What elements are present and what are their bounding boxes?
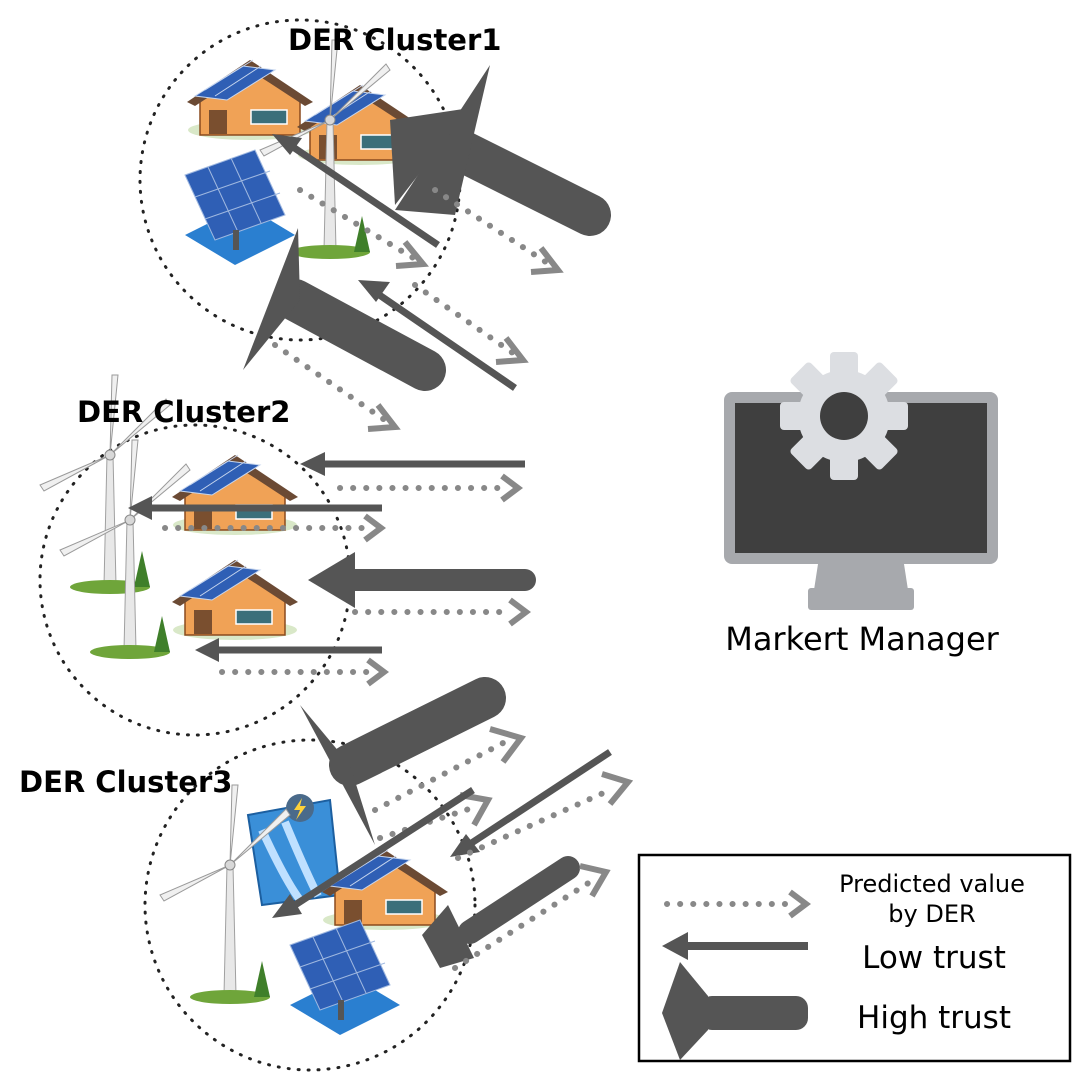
high-trust-arrow — [458, 856, 580, 944]
cluster2-house-icon — [171, 454, 299, 536]
cluster1-title: DER Cluster1 — [288, 23, 501, 57]
high-trust-arrow — [274, 279, 446, 391]
legend-predicted-line2: by DER — [888, 900, 975, 928]
low-trust-arrow — [373, 289, 517, 391]
legend-predicted-line1: Predicted value — [839, 870, 1025, 898]
predicted-arrow — [297, 187, 423, 265]
low-trust-arrow — [468, 749, 612, 847]
predicted-arrow — [272, 342, 395, 428]
low-trust-arrowhead — [195, 638, 219, 662]
cluster3-house-icon — [321, 849, 449, 931]
predicted-arrowhead — [363, 513, 386, 543]
predicted-arrowhead — [395, 240, 429, 269]
legend-high-trust-label: High trust — [857, 1000, 1011, 1036]
gear-icon — [780, 352, 908, 480]
high-trust-arrowhead — [243, 228, 300, 370]
legend-predicted-arrowhead — [788, 889, 811, 919]
predicted-arrow — [432, 187, 558, 271]
legend: Predicted value by DER Low trust High tr… — [637, 853, 1072, 1063]
cluster2-boundary — [38, 423, 352, 737]
predicted-arrowhead — [530, 246, 564, 275]
predicted-arrow — [377, 805, 475, 841]
high-trust-arrowhead — [422, 905, 474, 968]
low-trust-arrowhead — [358, 280, 390, 302]
market-manager-monitor-icon — [724, 392, 998, 610]
high-trust-arrowhead — [308, 552, 355, 608]
high-trust-arrowhead — [300, 705, 375, 845]
predicted-arrowhead — [366, 657, 389, 687]
high-trust-arrowhead — [390, 108, 470, 205]
market-manager-label: Markert Manager — [725, 620, 999, 658]
predicted-arrowhead — [500, 473, 523, 503]
predicted-arrowhead — [495, 336, 529, 365]
legend-high-trust-arrow — [700, 996, 808, 1030]
predicted-arrow — [372, 739, 508, 813]
cluster2-title: DER Cluster2 — [77, 395, 290, 429]
predicted-arrowhead — [579, 863, 611, 898]
predicted-arrowhead — [459, 792, 493, 827]
legend-low-trust-label: Low trust — [862, 940, 1006, 976]
predicted-arrowhead — [489, 726, 527, 764]
low-trust-arrow — [293, 787, 475, 908]
cluster3-solar-panel-icon — [289, 919, 401, 1036]
legend-low-trust-arrowhead — [662, 932, 688, 960]
low-trust-arrowhead — [128, 496, 152, 520]
cluster2-wind-turbine-icon — [59, 439, 191, 660]
predicted-arrowhead — [601, 771, 634, 806]
low-trust-arrowhead — [272, 894, 302, 918]
cluster1-house-icon — [186, 59, 314, 141]
cluster3-title: DER Cluster3 — [19, 765, 232, 799]
predicted-arrowhead — [508, 597, 531, 627]
high-trust-arrow — [329, 677, 506, 786]
predicted-arrow — [412, 282, 523, 361]
legend-high-trust-arrowhead — [662, 962, 708, 1060]
predicted-arrow — [455, 787, 613, 861]
low-trust-arrowhead — [300, 452, 325, 476]
low-trust-arrowhead — [272, 134, 302, 155]
predicted-arrow — [452, 879, 593, 971]
arrows — [128, 65, 634, 971]
cluster3-boundary — [143, 738, 477, 1072]
cluster2-house-icon — [171, 559, 299, 641]
predicted-arrowhead — [367, 403, 401, 432]
low-trust-arrow — [288, 142, 440, 248]
cluster1-solar-panel-icon — [184, 149, 296, 266]
